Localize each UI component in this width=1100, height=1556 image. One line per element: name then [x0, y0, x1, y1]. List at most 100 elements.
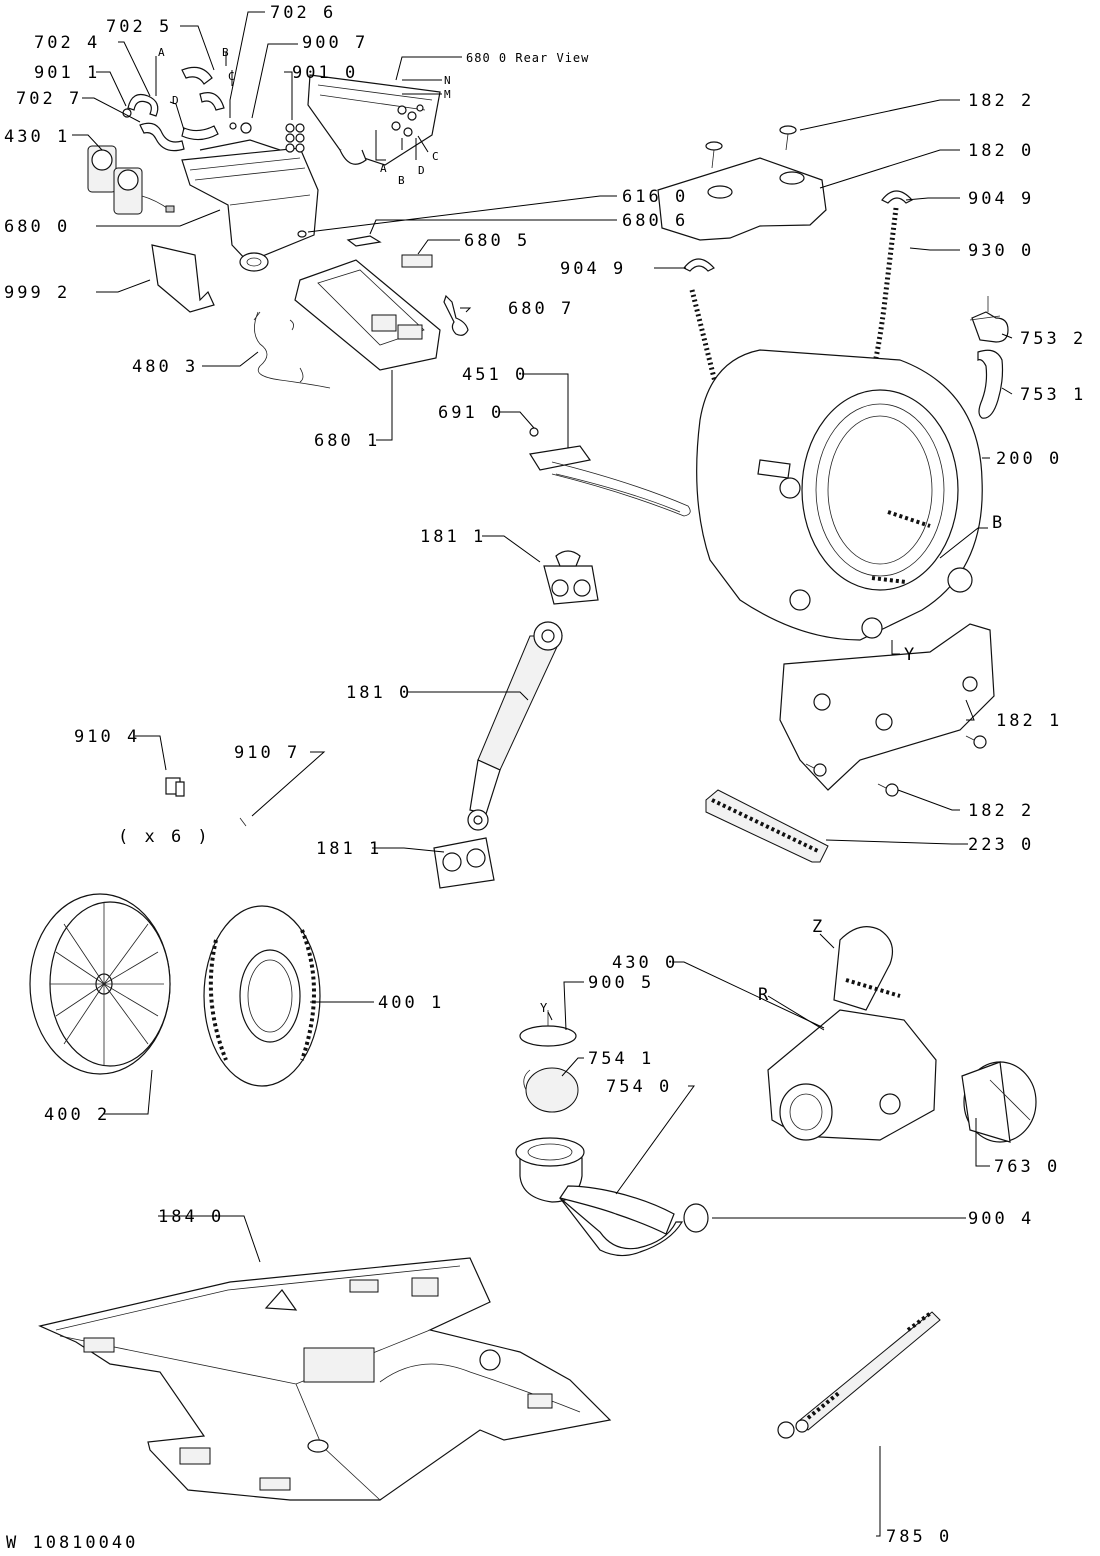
- base-plate: [38, 1257, 612, 1501]
- dispenser-rear-view: [307, 74, 441, 166]
- label-680-7: 680 7: [508, 299, 574, 319]
- hose-clamp-900-4: [683, 1203, 709, 1233]
- label-182-0: 182 0: [968, 141, 1034, 161]
- wiring-harness: [253, 311, 331, 389]
- label-763-0: 763 0: [994, 1157, 1060, 1177]
- label-910-4: 910 4: [74, 727, 140, 747]
- label-754-1: 754 1: [588, 1049, 654, 1069]
- damper-bracket-bottom: [433, 837, 495, 889]
- label-900-5: 900 5: [588, 973, 654, 993]
- label-x6: ( x 6 ): [118, 827, 211, 847]
- label-182-2-bottom: 182 2: [968, 801, 1034, 821]
- label-181-1-top: 181 1: [420, 527, 486, 547]
- screw-lower-1: [965, 735, 987, 749]
- label-181-0: 181 0: [346, 683, 412, 703]
- pressure-hose: [977, 349, 1004, 419]
- label-200-0: 200 0: [996, 449, 1062, 469]
- label-691-0: 691 0: [438, 403, 504, 423]
- label-400-2: 400 2: [44, 1105, 110, 1125]
- inlet-hose-785: [777, 1310, 941, 1439]
- pressure-switch: [969, 296, 1009, 343]
- letter-a-top: A: [158, 46, 165, 59]
- seal-rings: [285, 123, 305, 153]
- screw-910: [239, 817, 247, 827]
- letter-m: M: [444, 88, 451, 101]
- counterweight-top: [657, 157, 827, 241]
- label-680-5: 680 5: [464, 231, 530, 251]
- pulley-spokes: [50, 902, 164, 1066]
- screw-top-left: [705, 141, 723, 169]
- letter-c-top: C: [228, 70, 235, 83]
- letter-b-tub: B: [992, 513, 1005, 533]
- label-223-0: 223 0: [968, 835, 1034, 855]
- screw-lower-3: [877, 783, 899, 797]
- inlet-valve: [87, 145, 175, 215]
- washer-tub: [696, 349, 983, 641]
- label-451-0: 451 0: [462, 365, 528, 385]
- label-702-5: 702 5: [106, 17, 172, 37]
- letter-b-top: B: [222, 46, 229, 59]
- label-900-7: 900 7: [302, 33, 368, 53]
- letter-z: Z: [812, 917, 825, 937]
- label-901-1: 901 1: [34, 63, 100, 83]
- letter-c-rear: C: [432, 150, 439, 163]
- label-182-1: 182 1: [996, 711, 1062, 731]
- label-680-6: 680 6: [622, 211, 688, 231]
- spring-right: [873, 207, 899, 359]
- letter-d-rear: D: [418, 164, 425, 177]
- document-code: W 10810040: [6, 1533, 138, 1553]
- label-930-0: 930 0: [968, 241, 1034, 261]
- label-430-1: 430 1: [4, 127, 70, 147]
- label-184-0: 184 0: [158, 1207, 224, 1227]
- label-680-0: 680 0: [4, 217, 70, 237]
- label-480-3: 480 3: [132, 357, 198, 377]
- label-901-0: 901 0: [292, 63, 358, 83]
- label-904-9-left: 904 9: [560, 259, 626, 279]
- letter-n: N: [444, 74, 451, 87]
- small-plug: [297, 230, 307, 238]
- dispenser-drawer: [294, 259, 441, 371]
- clamp-ring-900-5: [519, 1010, 577, 1047]
- pin-910: [165, 777, 185, 797]
- label-904-9-right: 904 9: [968, 189, 1034, 209]
- label-430-0: 430 0: [612, 953, 678, 973]
- clip-left: [683, 258, 715, 272]
- label-900-4: 900 4: [968, 1209, 1034, 1229]
- letter-y-clamp: Y: [540, 1001, 548, 1015]
- filter-pad: [401, 254, 433, 268]
- label-182-2-top: 182 2: [968, 91, 1034, 111]
- label-702-4: 702 4: [34, 33, 100, 53]
- label-702-6: 702 6: [270, 3, 336, 23]
- siphon-cap: [346, 235, 382, 247]
- valve-disc-754-1: [523, 1067, 579, 1113]
- heater-element: [529, 427, 691, 517]
- clip-right: [881, 190, 913, 204]
- label-754-0: 754 0: [606, 1077, 672, 1097]
- bracket-999: [151, 244, 215, 313]
- leader-lines: [72, 11, 1013, 1537]
- shock-absorber: [467, 621, 563, 831]
- letter-b-rear: B: [398, 174, 405, 187]
- damper-bracket-top: [543, 550, 599, 605]
- label-910-7: 910 7: [234, 743, 300, 763]
- label-181-1-bottom: 181 1: [316, 839, 382, 859]
- counterweight-bottom: [779, 623, 995, 791]
- sump-hose-754-0: [515, 1137, 684, 1257]
- letter-d-top: D: [172, 94, 179, 107]
- label-785-0: 785 0: [886, 1527, 952, 1547]
- label-680-1: 680 1: [314, 431, 380, 451]
- label-702-7: 702 7: [16, 89, 82, 109]
- drawer-lever: [443, 294, 469, 336]
- pump-filter-763: [961, 1061, 1037, 1143]
- dispenser-housing: [181, 139, 319, 272]
- letter-y-tub: Y: [904, 645, 917, 665]
- drain-pump: [767, 926, 937, 1141]
- letter-a-rear: A: [380, 162, 387, 175]
- label-680-0-rear-view: 680 0 Rear View: [466, 51, 589, 65]
- label-999-2: 999 2: [4, 283, 70, 303]
- motor-stator: [203, 905, 321, 1087]
- screw-top-right: [779, 125, 797, 151]
- label-616-0: 616 0: [622, 187, 688, 207]
- letter-r: R: [758, 985, 771, 1005]
